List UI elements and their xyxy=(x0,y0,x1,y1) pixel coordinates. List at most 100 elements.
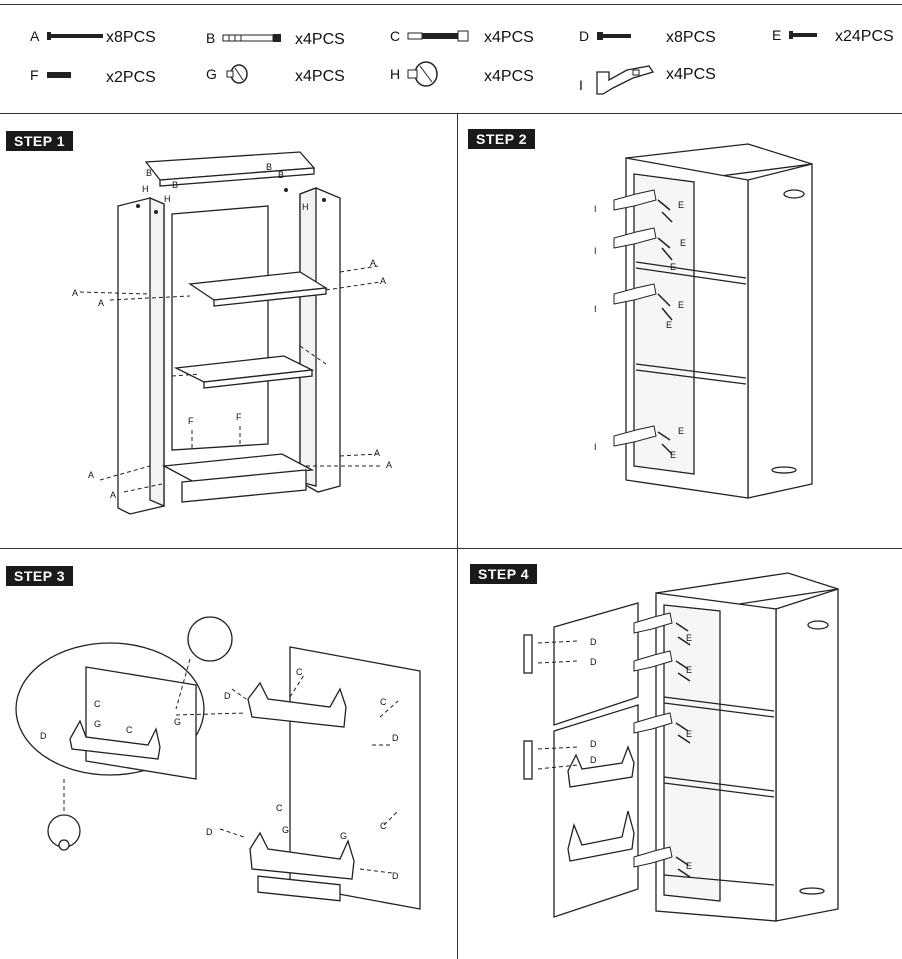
part-b: B xyxy=(206,28,287,48)
callout-d: D xyxy=(40,731,47,741)
step-1-label: STEP 1 xyxy=(6,131,73,151)
bracket-lower xyxy=(249,831,355,880)
side-handle xyxy=(523,634,533,674)
handle-cutout xyxy=(771,466,797,474)
screw-icon xyxy=(47,32,104,40)
part-letter: E xyxy=(772,27,782,43)
small-screw-icon xyxy=(789,31,818,39)
callout-a: A xyxy=(110,490,116,500)
part-d: D xyxy=(579,26,635,46)
middle-divider xyxy=(0,548,902,549)
callout-f: F xyxy=(188,416,194,426)
callout-b: B xyxy=(278,170,284,180)
part-c: C xyxy=(390,26,472,46)
side-handle xyxy=(523,740,533,780)
callout-h: H xyxy=(164,194,171,204)
cam-bolt-icon xyxy=(222,34,282,42)
callout-i: I xyxy=(594,442,597,452)
callout-d: D xyxy=(392,871,399,881)
short-screw-icon xyxy=(597,32,632,40)
cam-lock-icon xyxy=(226,64,248,84)
handle-cutout xyxy=(799,887,825,895)
step-3-label: STEP 3 xyxy=(6,566,73,586)
callout-e: E xyxy=(686,729,692,739)
callout-d: D xyxy=(590,755,597,765)
part-qty: x4PCS xyxy=(666,66,716,83)
callout-i: I xyxy=(594,304,597,314)
callout-i: I xyxy=(594,204,597,214)
step-4-label: STEP 4 xyxy=(470,564,537,584)
upper-door xyxy=(553,602,639,726)
step-4-diagram: D D D D E E E E xyxy=(523,572,839,922)
detail-circle xyxy=(187,616,233,662)
part-qty: x4PCS xyxy=(295,68,345,85)
part-letter: C xyxy=(390,28,401,44)
callout-e: E xyxy=(670,262,676,272)
callout-e: E xyxy=(680,238,686,248)
callout-a: A xyxy=(98,298,104,308)
step-2-diagram: I I I I E E E E E E E xyxy=(594,143,813,499)
callout-e: E xyxy=(686,861,692,871)
part-qty: x8PCS xyxy=(666,29,716,46)
top-border xyxy=(0,4,902,5)
handle-cutout xyxy=(783,189,805,199)
part-a: A xyxy=(30,26,105,46)
step-2-label: STEP 2 xyxy=(468,129,535,149)
callout-d: D xyxy=(590,637,597,647)
part-qty: x4PCS xyxy=(295,31,345,48)
part-letter: F xyxy=(30,67,39,83)
callout-h: H xyxy=(302,202,309,212)
bar-handle xyxy=(257,875,341,902)
hinge-icon xyxy=(596,65,654,95)
callout-g: G xyxy=(340,831,347,841)
callout-g: G xyxy=(174,717,181,727)
callout-c: C xyxy=(380,697,387,707)
callout-a: A xyxy=(88,470,94,480)
part-letter: A xyxy=(30,28,40,44)
connector-bolt-icon xyxy=(407,30,469,42)
part-qty: x8PCS xyxy=(106,29,156,46)
cam-lock-large-icon xyxy=(407,61,438,87)
callout-b: B xyxy=(266,162,272,172)
callout-a: A xyxy=(370,258,376,268)
part-qty: x4PCS xyxy=(484,68,534,85)
part-e: E xyxy=(772,25,821,45)
callout-a: A xyxy=(380,276,386,286)
callout-d: D xyxy=(590,739,597,749)
back-panel xyxy=(171,205,269,451)
callout-c: C xyxy=(380,821,387,831)
callout-e: E xyxy=(670,450,676,460)
part-h: H xyxy=(390,61,440,87)
callout-h: H xyxy=(142,184,149,194)
part-qty: x24PCS xyxy=(835,28,894,45)
callout-f: F xyxy=(236,412,242,422)
callout-d: D xyxy=(392,733,399,743)
part-qty: x2PCS xyxy=(106,69,156,86)
callout-a: A xyxy=(374,448,380,458)
callout-e: E xyxy=(686,665,692,675)
callout-g: G xyxy=(282,825,289,835)
hardware-list: A x8PCS B x4PCS C x4PCS D x8PCS E x24PCS… xyxy=(0,6,902,112)
part-letter: H xyxy=(390,66,401,82)
vertical-divider xyxy=(457,113,458,959)
callout-i: I xyxy=(594,246,597,256)
callout-c: C xyxy=(126,725,133,735)
callout-e: E xyxy=(678,200,684,210)
cabinet-side xyxy=(775,588,839,922)
callout-b: B xyxy=(172,180,178,190)
callout-e: E xyxy=(666,320,672,330)
step-3-diagram: D D D D D C C C C C C G G G G xyxy=(15,616,421,910)
part-g: G xyxy=(206,64,251,84)
cabinet-side xyxy=(747,163,813,499)
callout-c: C xyxy=(296,667,303,677)
callout-d: D xyxy=(590,657,597,667)
callout-c: C xyxy=(276,803,283,813)
callout-d: D xyxy=(224,691,231,701)
callout-e: E xyxy=(678,300,684,310)
parts-divider xyxy=(0,113,902,114)
callout-a: A xyxy=(72,288,78,298)
part-f: F xyxy=(30,65,75,85)
handle-cutout xyxy=(807,620,829,630)
dowel-icon xyxy=(46,72,71,78)
lower-door xyxy=(553,704,639,918)
